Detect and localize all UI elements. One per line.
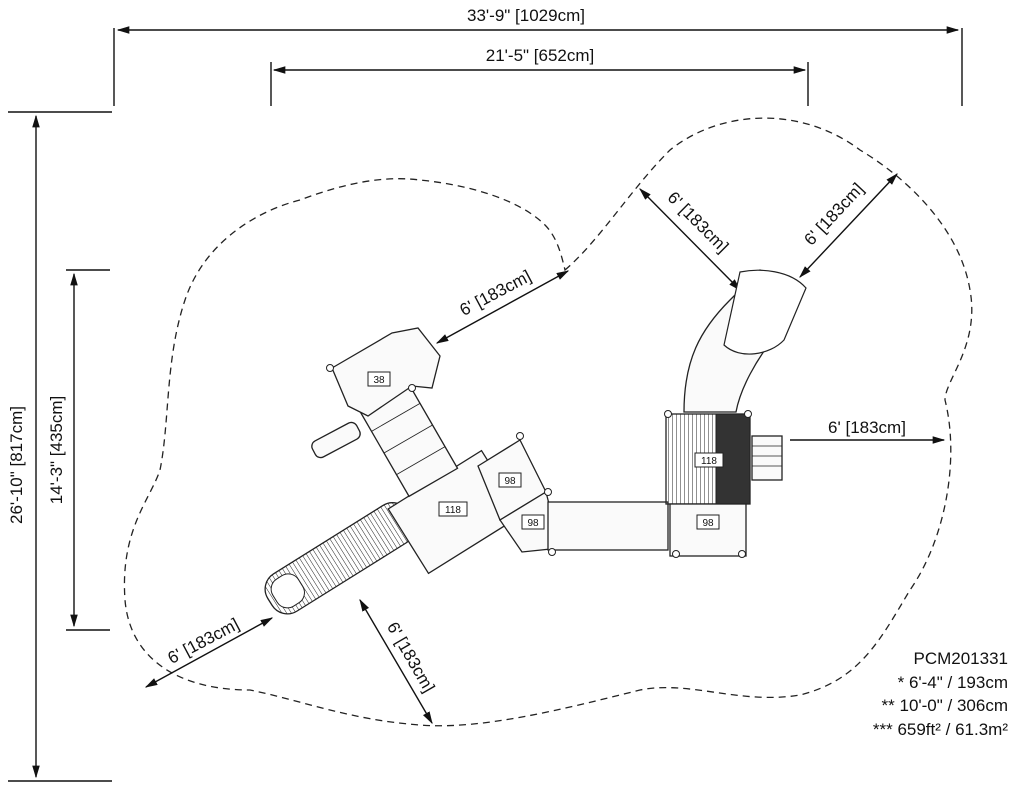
clearance-slide-left-line xyxy=(639,188,741,291)
deck-tag-lower: 98 xyxy=(702,518,714,529)
area-note: *** 659ft² / 61.3m² xyxy=(872,719,1008,739)
tube-slide xyxy=(264,502,416,615)
height-note: * 6'-4" / 193cm xyxy=(897,672,1008,692)
fall-height-note: ** 10'-0" / 306cm xyxy=(881,696,1008,715)
deck-tag-main: 118 xyxy=(445,505,461,516)
right-play-structure xyxy=(664,269,807,558)
clearance-slide-right-label: 6' [183cm] xyxy=(800,179,867,249)
model-legend: PCM201331 * 6'-4" / 193cm ** 10'-0" / 30… xyxy=(873,647,1008,741)
use-zone-outline xyxy=(123,117,973,727)
clearance-lower-right-label: 6' [183cm] xyxy=(383,619,438,696)
deck-tag-side: 98 xyxy=(504,476,516,487)
deck-tag-tower: 118 xyxy=(701,456,717,467)
bridge-walkway xyxy=(547,501,669,551)
deck-tag-upper: 38 xyxy=(373,375,385,386)
clearance-upper-left-line xyxy=(435,270,570,344)
structure-width-label: 21'-5" [652cm] xyxy=(486,46,595,65)
overall-width-label: 33'-9" [1029cm] xyxy=(467,6,585,25)
clearance-right-label: 6' [183cm] xyxy=(828,418,906,437)
left-play-structure xyxy=(264,327,669,615)
overall-depth-label: 26'-10" [817cm] xyxy=(7,406,26,524)
clearance-upper-left-label: 6' [183cm] xyxy=(457,266,535,319)
clearance-lower-right-line xyxy=(359,598,433,725)
clearance-slide-left-label: 6' [183cm] xyxy=(664,188,733,257)
clearance-slide-right-line xyxy=(799,173,898,278)
structure-depth-label: 14'-3" [435cm] xyxy=(47,396,66,505)
model-number: PCM201331 xyxy=(913,649,1008,668)
clearance-lower-left-line xyxy=(144,617,274,688)
deck-tag-ramp: 98 xyxy=(527,518,539,529)
